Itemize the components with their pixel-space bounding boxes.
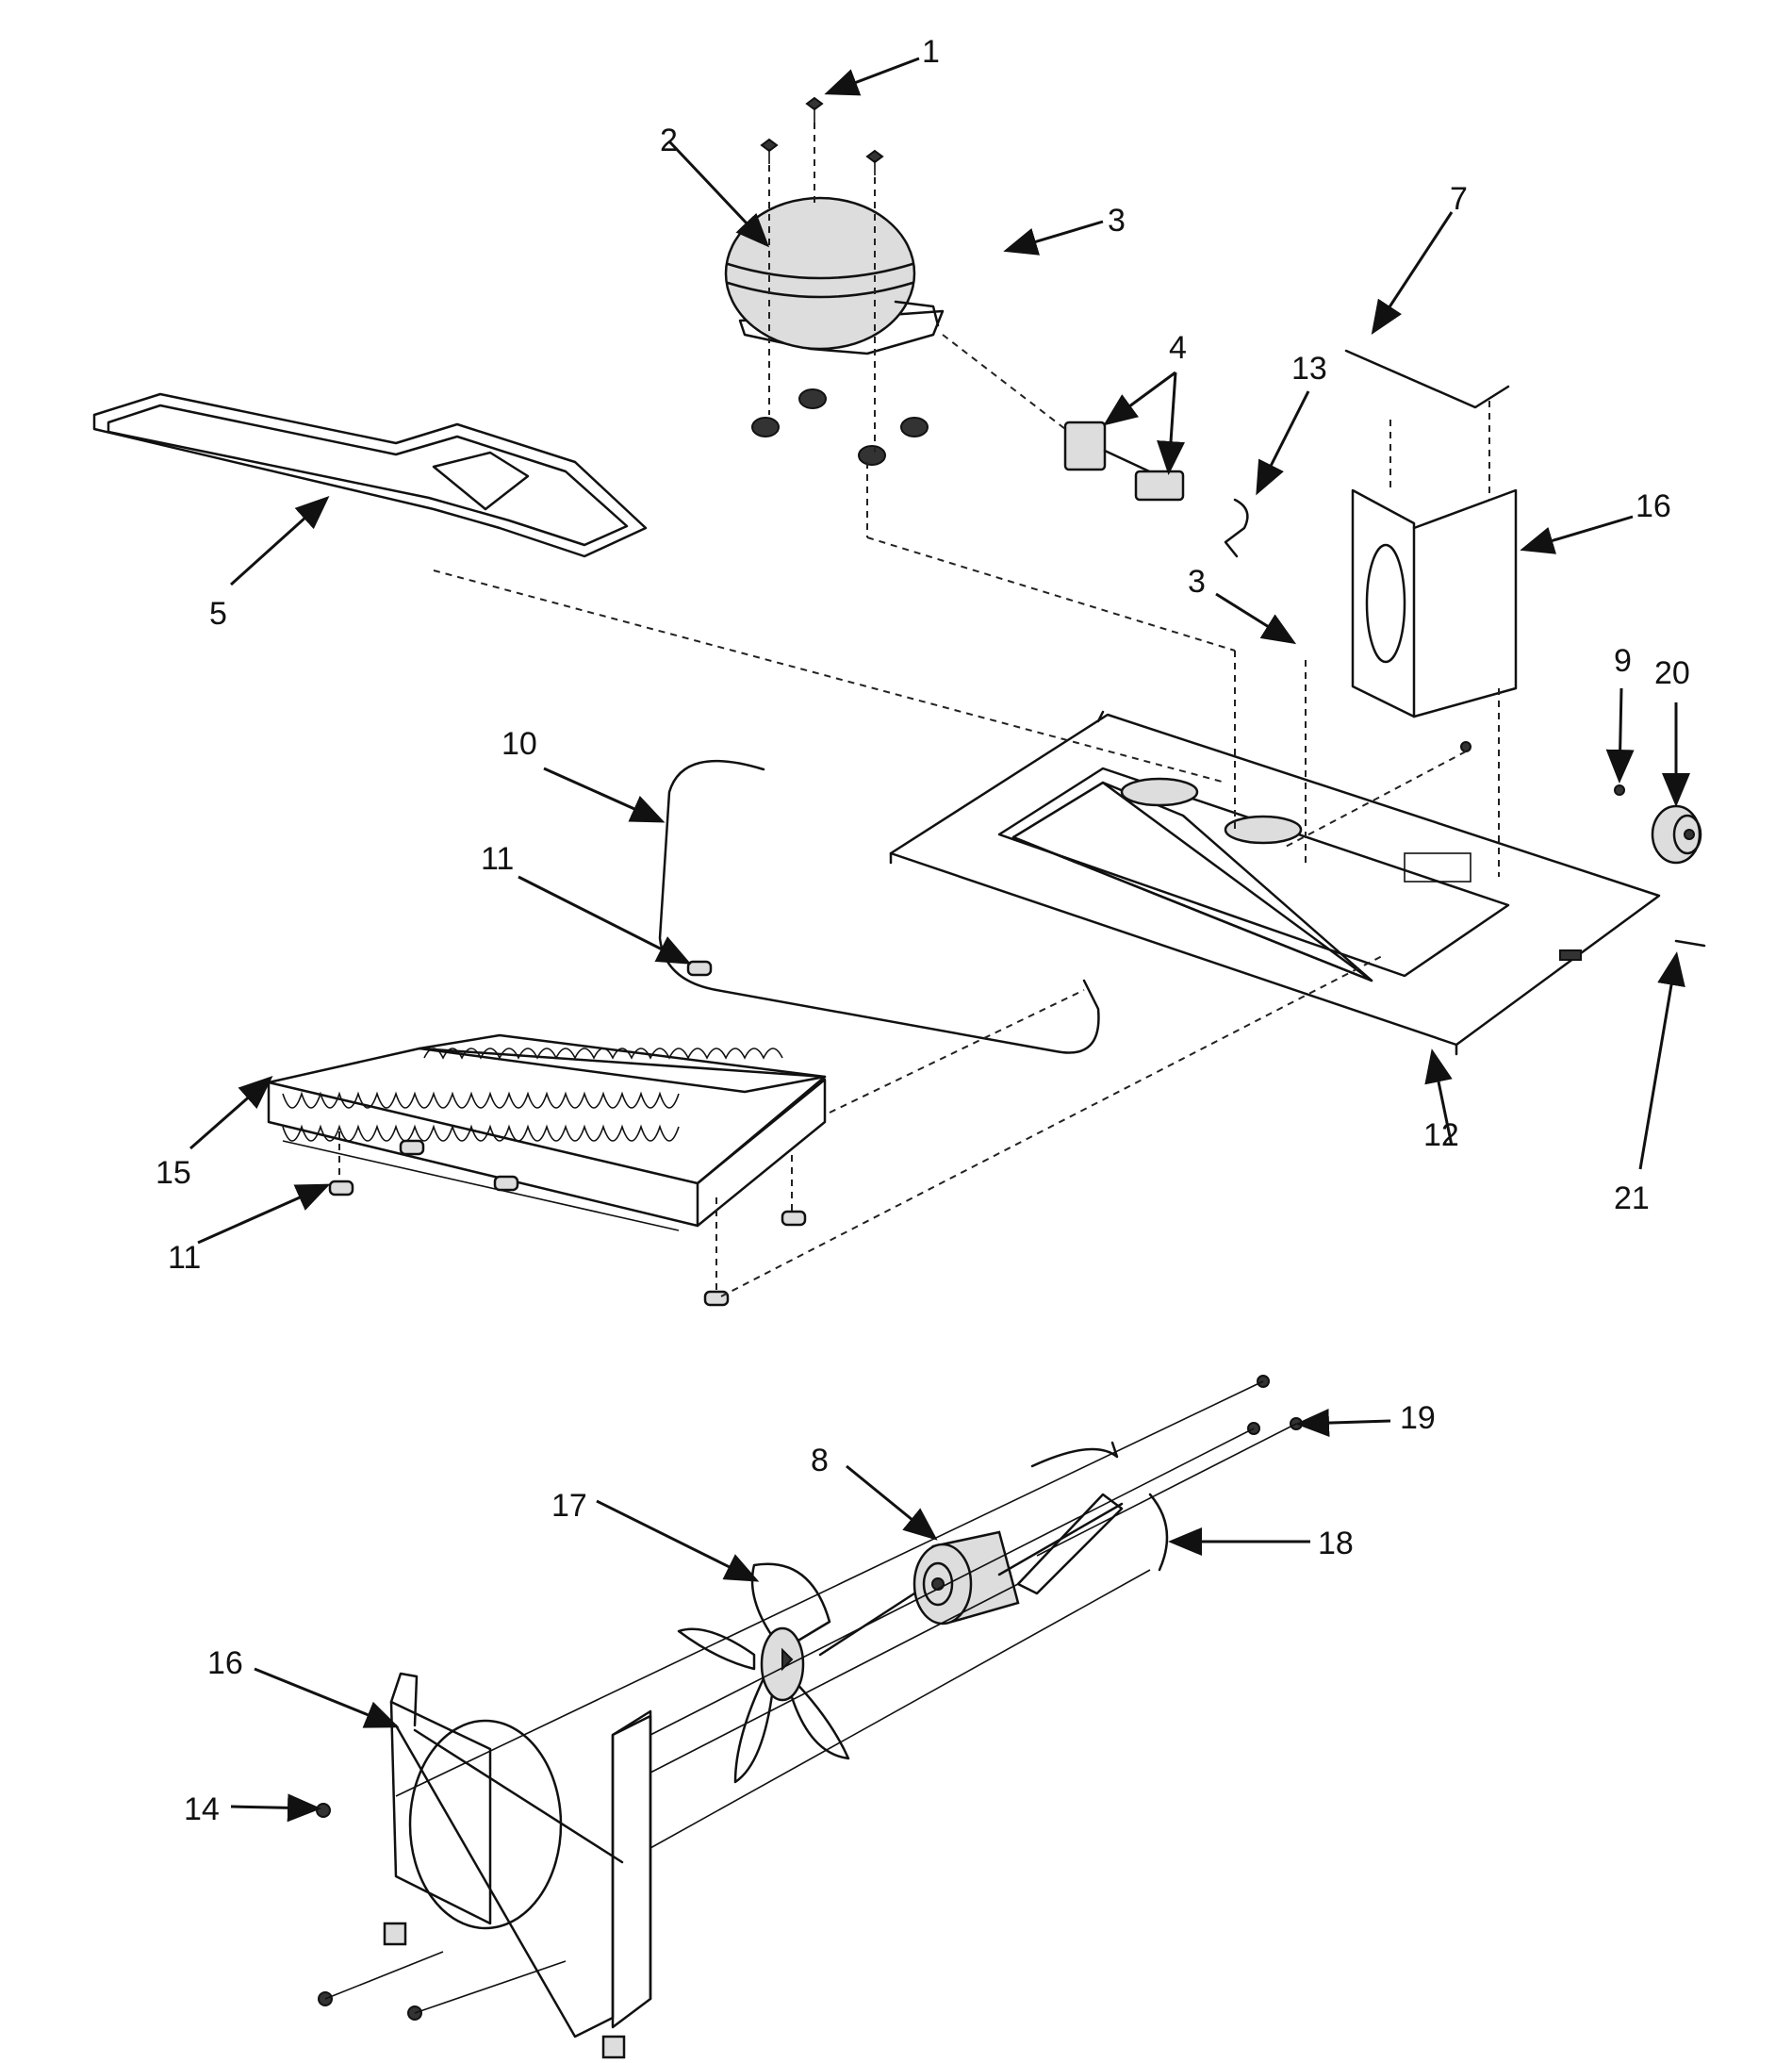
assembly-lines (395, 1380, 1297, 1849)
callout-15: 15 (156, 1155, 191, 1191)
defrost-tube (658, 759, 1100, 1054)
callout-12: 12 (1423, 1117, 1459, 1153)
callout-11-top: 11 (481, 841, 514, 877)
callout-3-mid: 3 (1188, 564, 1206, 600)
callout-17: 17 (551, 1488, 587, 1524)
lower-fan-shroud (383, 1672, 652, 2059)
callout-13: 13 (1291, 351, 1327, 387)
callout-arrows (189, 57, 1690, 1823)
callout-11-bottom: 11 (168, 1240, 201, 1276)
callout-8: 8 (811, 1443, 829, 1478)
condenser-coil-loops (282, 1048, 783, 1142)
shroud-screws (316, 1803, 567, 2021)
grommet-upper (686, 960, 713, 977)
compressor-grommets (751, 388, 929, 466)
roller-pin (1674, 939, 1706, 948)
callout-14: 14 (184, 1791, 220, 1827)
callout-2: 2 (660, 123, 678, 158)
roller-foot (1651, 804, 1702, 865)
base-plate (433, 462, 1661, 1056)
callout-3-top: 3 (1108, 203, 1126, 239)
base-screw (1281, 741, 1625, 850)
callout-1: 1 (922, 34, 940, 70)
callout-9: 9 (1614, 643, 1632, 679)
callout-16-bottom: 16 (207, 1645, 243, 1681)
callout-5: 5 (209, 596, 227, 632)
callout-21: 21 (1614, 1180, 1650, 1216)
callout-labels: 1 2 3 4 5 7 13 16 3 9 20 10 11 12 21 15 … (156, 34, 1690, 1827)
compressor-screws (760, 96, 884, 453)
compressor (724, 196, 945, 355)
condenser-coil (267, 1033, 827, 1231)
callout-7: 7 (1450, 181, 1468, 217)
callout-20: 20 (1654, 655, 1690, 691)
wire-clip (1224, 498, 1249, 558)
fan-motor (818, 1530, 1020, 1657)
motor-bracket (997, 1441, 1169, 1595)
relay-overload (942, 334, 1185, 502)
condenser-grommets (328, 953, 1387, 1307)
upper-fan-shroud (1344, 349, 1518, 718)
callout-4: 4 (1169, 330, 1187, 366)
callout-18: 18 (1318, 1526, 1354, 1561)
fan-blade (677, 1562, 850, 1784)
callout-10: 10 (501, 726, 537, 762)
callout-19: 19 (1400, 1400, 1436, 1436)
callout-16-top: 16 (1636, 488, 1671, 524)
drain-pan (92, 392, 648, 558)
